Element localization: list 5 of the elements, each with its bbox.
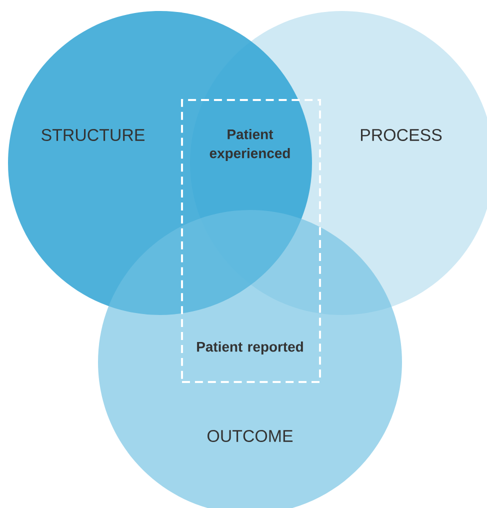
circle-label: STRUCTURE xyxy=(42,129,144,141)
box-label: Patient reported xyxy=(197,342,303,354)
box-label: Patient experienced xyxy=(210,129,290,161)
circle-label: PROCESS xyxy=(360,129,442,141)
circle-label: OUTCOME xyxy=(208,430,293,442)
